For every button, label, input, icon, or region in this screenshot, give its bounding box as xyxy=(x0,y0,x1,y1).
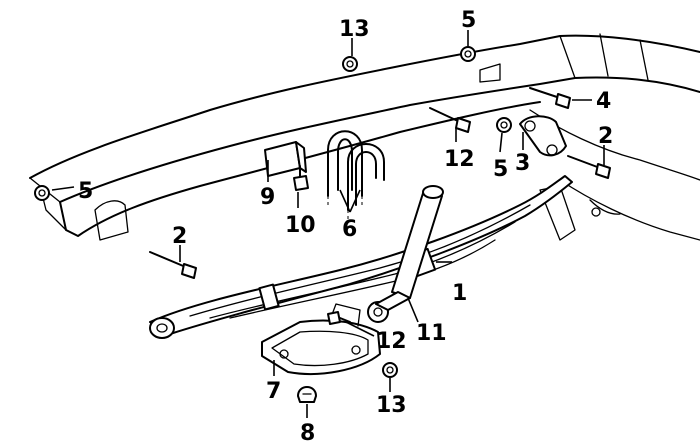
callout-11: 11 xyxy=(416,321,447,346)
callout-5-mid: 5 xyxy=(493,157,508,182)
bolt-2-left xyxy=(149,251,197,279)
callout-4: 4 xyxy=(596,89,611,114)
bolt-2-right xyxy=(567,155,611,179)
callout-3: 3 xyxy=(515,151,530,176)
shock-absorber xyxy=(367,185,444,323)
nut-5-top xyxy=(460,46,476,62)
u-bolts xyxy=(327,130,385,220)
nut-13-bottom xyxy=(382,362,398,378)
nut-13-top xyxy=(342,56,358,72)
callout-8: 8 xyxy=(300,421,315,442)
callout-12-lower: 12 xyxy=(376,329,407,354)
spring-shackle xyxy=(519,115,567,157)
callout-13-top: 13 xyxy=(339,17,370,42)
callout-10: 10 xyxy=(285,213,316,238)
bolt-10 xyxy=(293,165,309,191)
callout-1: 1 xyxy=(452,281,467,306)
callout-2-left: 2 xyxy=(172,224,187,249)
callout-5-left: 5 xyxy=(78,179,93,204)
callout-labels: 1 2 2 3 4 5 5 5 6 7 8 9 10 11 12 12 13 1… xyxy=(78,8,613,442)
callout-7: 7 xyxy=(266,379,281,404)
callout-2-right: 2 xyxy=(598,124,613,149)
callout-12-upper: 12 xyxy=(444,147,475,172)
bolt-4 xyxy=(529,87,571,109)
callout-5-top: 5 xyxy=(461,8,476,33)
callout-9: 9 xyxy=(260,185,275,210)
bolt-12-upper xyxy=(429,107,471,133)
leader-lines xyxy=(51,30,605,418)
callout-6: 6 xyxy=(342,217,357,242)
leaf-spring xyxy=(149,175,573,339)
bump-stop xyxy=(297,386,317,403)
nut-5-mid xyxy=(496,117,512,133)
bolt-12-lower xyxy=(327,311,351,325)
nut-5-left xyxy=(34,185,50,201)
spring-plate xyxy=(261,303,381,375)
callout-13-bottom: 13 xyxy=(376,393,407,418)
